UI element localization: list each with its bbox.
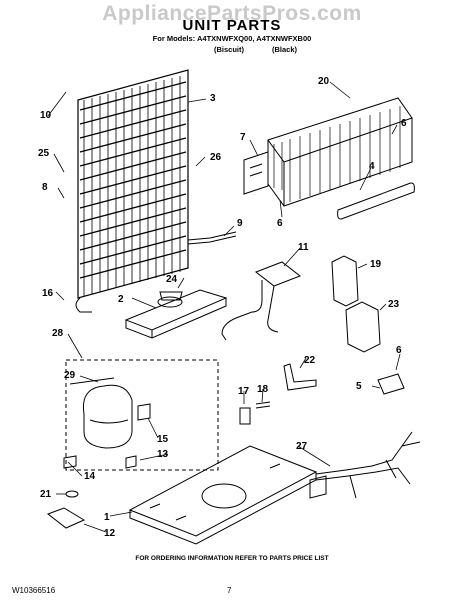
- callout-26: 26: [210, 152, 222, 163]
- watermark: AppliancePartsPros.com: [102, 2, 362, 25]
- callout-13: 13: [157, 449, 169, 460]
- drain-tube: [221, 261, 302, 341]
- callout-21: 21: [40, 489, 52, 500]
- callout-12: 12: [104, 528, 116, 539]
- base-plate: [128, 445, 318, 545]
- callout-6c: 6: [396, 345, 402, 356]
- callout-29: 29: [64, 370, 76, 381]
- callout-17: 17: [238, 386, 250, 397]
- variant-black: (Black): [272, 45, 298, 54]
- callout-18: 18: [257, 384, 269, 395]
- callout-15: 15: [157, 434, 169, 445]
- callout-3: 3: [210, 93, 216, 104]
- grommet-17: [239, 401, 271, 425]
- callout-11: 11: [298, 242, 309, 253]
- callout-6b: 6: [277, 218, 283, 229]
- washer-21: [65, 490, 79, 498]
- callout-5: 5: [356, 381, 362, 392]
- drain-pan: [124, 289, 228, 339]
- callout-10: 10: [40, 110, 52, 121]
- callout-20: 20: [318, 76, 330, 87]
- insulation-19: [331, 255, 359, 307]
- callout-22: 22: [304, 355, 316, 366]
- insulation-23: [345, 301, 381, 353]
- clip-12: [46, 507, 86, 529]
- model-numbers: For Models: A4TXNWFXQ00, A4TXNWFXB00: [152, 34, 312, 43]
- callout-14: 14: [84, 471, 96, 482]
- connector: [309, 475, 327, 499]
- condenser-coil: [75, 69, 189, 313]
- drain-heater: [337, 182, 415, 220]
- callout-1: 1: [104, 512, 110, 523]
- evaporator: [243, 97, 413, 207]
- callout-6a: 6: [401, 118, 407, 129]
- callout-25: 25: [38, 148, 50, 159]
- callout-19: 19: [370, 259, 382, 270]
- compressor-assembly: [63, 359, 219, 471]
- callout-16: 16: [42, 288, 54, 299]
- variant-biscuit: (Biscuit): [214, 45, 244, 54]
- page-number: 7: [227, 586, 232, 595]
- leader-lines: [47, 81, 401, 533]
- callout-9: 9: [237, 218, 243, 229]
- callout-8: 8: [42, 182, 48, 193]
- page-title: UNIT PARTS: [182, 17, 282, 34]
- harness: [187, 231, 237, 245]
- callout-27: 27: [296, 441, 308, 452]
- callout-24: 24: [166, 274, 178, 285]
- callout-7: 7: [240, 132, 246, 143]
- document-number: W10366516: [12, 586, 56, 595]
- wire-harness: [315, 431, 421, 499]
- callouts: 10 3 25 26 8 20 7 6 4 6 9 11 24 19 16 2 …: [38, 76, 407, 539]
- callout-23: 23: [388, 299, 400, 310]
- ordering-note: FOR ORDERING INFORMATION REFER TO PARTS …: [135, 555, 329, 562]
- tube-22: [283, 363, 317, 391]
- callout-4: 4: [369, 161, 375, 172]
- callout-2: 2: [118, 294, 124, 305]
- clip-5: [377, 373, 405, 395]
- callout-28: 28: [52, 328, 64, 339]
